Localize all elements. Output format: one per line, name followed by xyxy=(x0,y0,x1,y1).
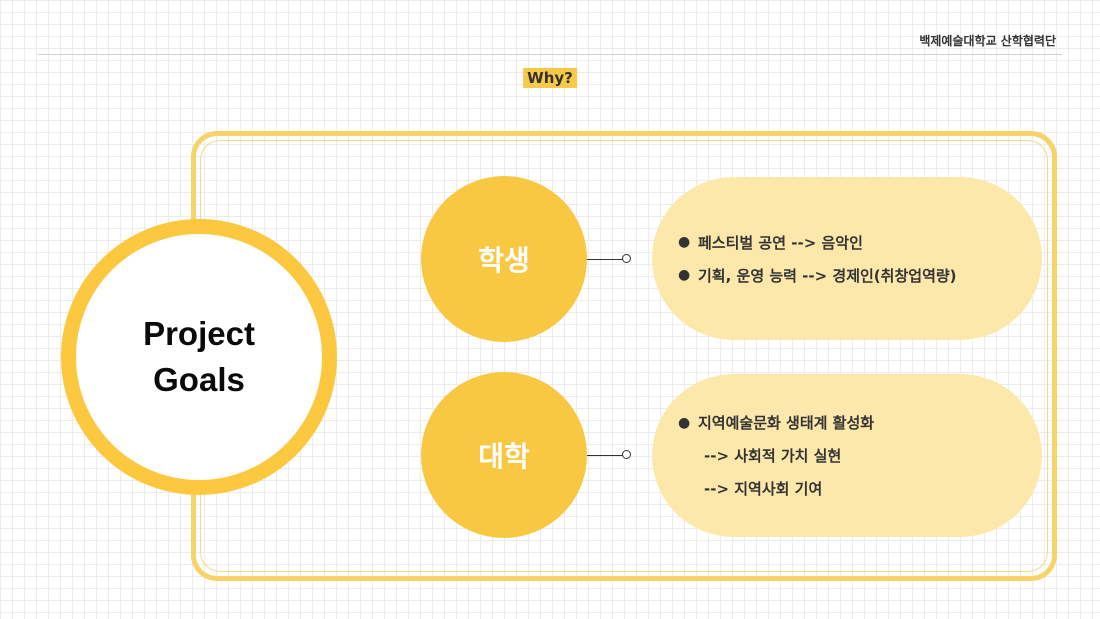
university-goals-panel: ● 지역예술문화 생태계 활성화 --> 사회적 가치 실현 --> 지역사회 … xyxy=(652,374,1042,537)
university-connector xyxy=(587,455,623,456)
bullet-icon: ● xyxy=(678,414,691,431)
students-label: 학생 xyxy=(478,244,530,277)
organization-name: 백제예술대학교 산학협력단 xyxy=(919,34,1056,48)
university-item-3: --> 지역사회 기여 xyxy=(704,480,823,498)
students-node: 학생 xyxy=(421,176,587,342)
university-connector-dot xyxy=(622,450,631,459)
students-connector-dot xyxy=(622,254,631,263)
bullet-icon: ● xyxy=(678,234,691,250)
students-goals-panel: ● 페스티벌 공연 --> 음악인 ● 기획, 운영 능력 --> 경제인(취창… xyxy=(652,177,1042,340)
students-item-2: 기획, 운영 능력 --> 경제인(취창업역량) xyxy=(698,266,957,285)
university-node: 대학 xyxy=(421,372,587,538)
project-goals-line1: Project xyxy=(143,314,255,352)
list-item: ● 페스티벌 공연 --> 음악인 xyxy=(678,226,1042,259)
section-title: Why? xyxy=(523,68,577,88)
project-goals-line2: Goals xyxy=(153,361,245,398)
bullet-icon: ● xyxy=(678,267,691,283)
students-item-1: 페스티벌 공연 --> 음악인 xyxy=(698,233,863,252)
project-goals-circle: Project Goals xyxy=(61,219,337,495)
university-item-1: 지역예술문화 생태계 활성화 xyxy=(698,414,875,432)
students-connector xyxy=(587,259,623,260)
list-item: ● 기획, 운영 능력 --> 경제인(취창업역량) xyxy=(678,259,1042,292)
list-item: --> 사회적 가치 실현 xyxy=(678,439,1042,472)
university-label: 대학 xyxy=(478,440,530,473)
university-item-2: --> 사회적 가치 실현 xyxy=(704,447,842,465)
list-item: --> 지역사회 기여 xyxy=(678,472,1042,505)
list-item: ● 지역예술문화 생태계 활성화 xyxy=(678,406,1042,439)
header-divider xyxy=(38,54,1062,55)
